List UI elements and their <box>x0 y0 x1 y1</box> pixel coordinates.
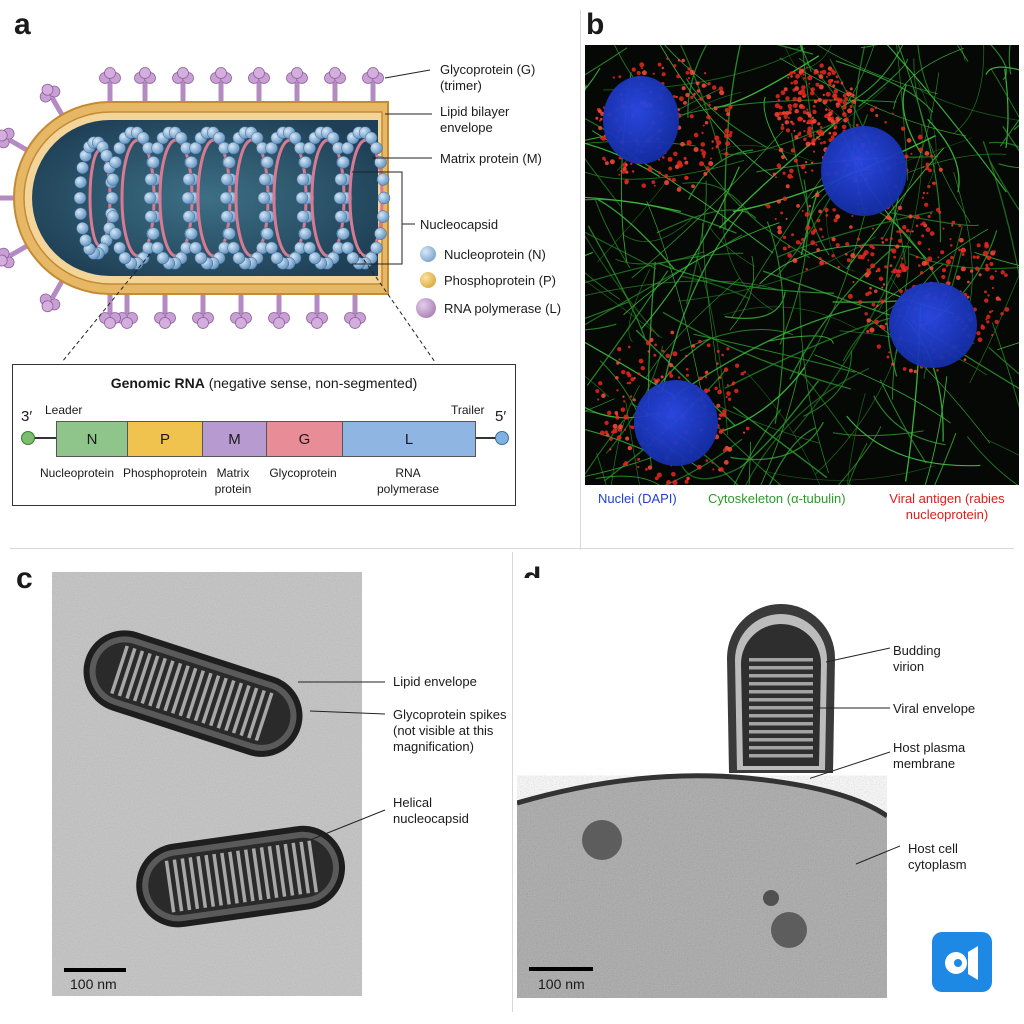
legend-label: Phosphoprotein (P) <box>444 272 557 288</box>
genome-title: Genomic RNA (negative sense, non-segment… <box>110 375 418 391</box>
scale-bar <box>529 967 593 971</box>
fluorescence-micrograph <box>585 45 1019 485</box>
glycoprotein-spike <box>268 294 290 329</box>
host-cytoplasm-label: Host cell cytoplasm <box>908 841 967 872</box>
nucleus <box>889 282 977 368</box>
gene-l: L <box>342 421 476 457</box>
glycoprotein-spike <box>116 294 138 329</box>
glycoprotein-spike <box>134 67 156 102</box>
organelle <box>771 912 807 948</box>
matrix-protein-label: Matrix protein (M) <box>440 151 542 166</box>
legend-nucleoprotein: Nucleoprotein (N) <box>420 246 546 262</box>
genome-box: Genomic RNA (negative sense, non-segment… <box>12 364 516 506</box>
app-logo-icon <box>932 932 992 992</box>
glycoprotein-spike <box>0 243 29 269</box>
gene-n: N <box>56 421 128 457</box>
legend-cytoskeleton: Cytoskeleton (α-tubulin) <box>708 491 846 506</box>
virion-particle-upper <box>83 630 303 757</box>
glycoprotein-spike <box>324 67 346 102</box>
panel-c-letter: c <box>16 562 33 595</box>
phosphoprotein-swatch <box>420 272 436 288</box>
glycoprotein-spike <box>210 67 232 102</box>
glycoprotein-spike <box>154 294 176 329</box>
nucleoprotein-swatch <box>420 246 436 262</box>
legend-label: Nucleoprotein (N) <box>444 246 546 262</box>
glycoprotein-label: Glycoprotein (G) (trimer) <box>440 62 536 93</box>
glycoprotein-spike <box>286 67 308 102</box>
divider-horizontal <box>10 548 1014 549</box>
divider-vertical-bottom <box>512 552 513 1012</box>
panel-a-letter: a <box>14 8 31 41</box>
gene-m: M <box>202 421 267 457</box>
tem-virions <box>52 572 362 996</box>
budding-virion-label: Budding virion <box>893 643 941 674</box>
logo-glyph <box>945 946 978 980</box>
five-prime-label: 5′ <box>495 408 507 425</box>
organelle <box>582 820 622 860</box>
scale-bar-label-c: 100 nm <box>70 976 117 992</box>
legend-nuclei: Nuclei (DAPI) <box>598 491 677 506</box>
glycoprotein-spike <box>0 127 29 153</box>
glycoprotein-spike <box>248 67 270 102</box>
glycoprotein-spike <box>39 83 65 117</box>
glycoprotein-spike <box>0 195 14 201</box>
lipid-bilayer-label: Lipid bilayer envelope <box>440 104 510 135</box>
nucleus <box>634 380 718 466</box>
glycoprotein-spike <box>362 67 384 102</box>
host-plasma-membrane <box>517 773 887 819</box>
panel-b-letter: b <box>586 8 605 41</box>
gene-m-name: Matrix protein <box>214 466 252 496</box>
nucleocapsid-label: Nucleocapsid <box>420 217 499 232</box>
glycoprotein-spike <box>39 279 65 313</box>
glycoprotein-spikes <box>0 67 384 329</box>
viral-envelope-label: Viral envelope <box>893 701 976 716</box>
gene-n-name: Nucleoprotein <box>39 466 115 480</box>
glycoprotein-spike <box>230 294 252 329</box>
panel-d-leader-lines <box>810 647 900 865</box>
legend-label: RNA polymerase (L) <box>444 300 562 316</box>
gene-l-name: RNA polymerase <box>376 466 440 496</box>
organelle <box>763 890 779 906</box>
nucleocapsid-coil <box>73 126 391 270</box>
trailer-label: Trailer <box>451 403 485 417</box>
virion-diagram <box>0 67 436 363</box>
leader-label: Leader <box>45 403 83 417</box>
scale-bar <box>64 968 126 972</box>
nucleus <box>821 126 907 216</box>
lipid-envelope-label: Lipid envelope <box>393 674 477 689</box>
gene-p-name: Phosphoprotein <box>122 466 208 480</box>
glycoprotein-spikes-label: Glycoprotein spikes (not visible at this… <box>393 707 507 754</box>
gene-g: G <box>266 421 343 457</box>
three-prime-end <box>21 431 35 445</box>
legend-viral-antigen: Viral antigen (rabies nucleoprotein) <box>889 491 1005 522</box>
legend-rna-polymerase: RNA polymerase (L) <box>416 298 561 318</box>
rna-polymerase-swatch <box>416 298 436 318</box>
host-plasma-membrane-label: Host plasma membrane <box>893 740 966 771</box>
glycoprotein-spike <box>172 67 194 102</box>
three-prime-label: 3′ <box>21 408 33 425</box>
scale-bar-label-d: 100 nm <box>538 976 585 992</box>
nucleus <box>603 76 679 164</box>
panel-c-leader-lines <box>298 681 386 841</box>
gene-g-name: Glycoprotein <box>269 466 337 480</box>
glycoprotein-spike <box>344 294 366 329</box>
budding-micrograph <box>517 578 887 998</box>
virion-particle-lower <box>136 825 346 928</box>
glycoprotein-spike <box>192 294 214 329</box>
divider-vertical-top <box>580 10 581 550</box>
glycoprotein-spike <box>306 294 328 329</box>
glycoprotein-spike <box>99 67 121 102</box>
glycoprotein-spike <box>99 294 121 329</box>
helical-nucleocapsid-label: Helical nucleocapsid <box>393 795 469 826</box>
legend-phosphoprotein: Phosphoprotein (P) <box>420 272 556 288</box>
gene-p: P <box>127 421 203 457</box>
five-prime-end <box>495 431 509 445</box>
